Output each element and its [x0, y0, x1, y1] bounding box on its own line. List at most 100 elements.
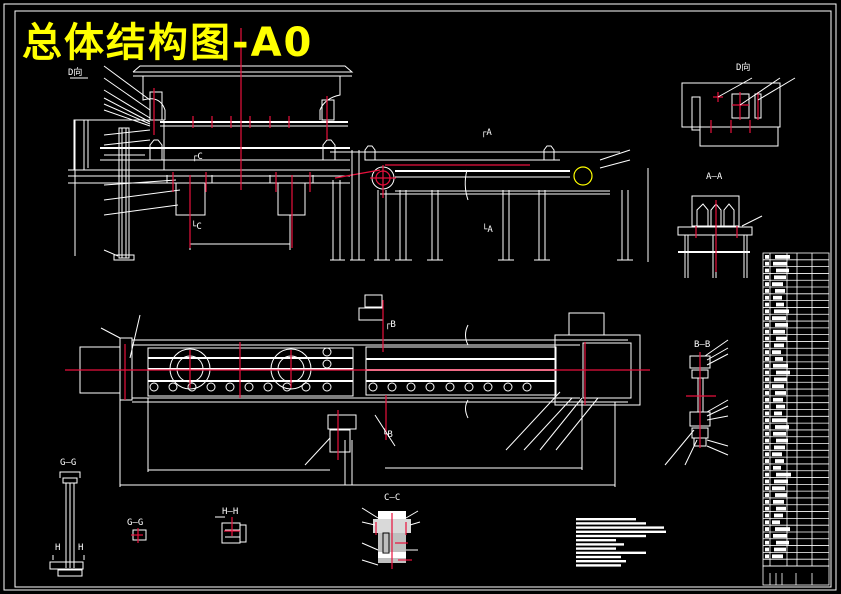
- section-c-top-marker: ┌C: [192, 152, 203, 162]
- section-c-c-label: C—C: [384, 493, 401, 503]
- bom-item-number: [765, 289, 769, 293]
- bom-item-number: [765, 431, 769, 436]
- section-a-a: [677, 195, 763, 278]
- bom-cell-text: [776, 336, 787, 341]
- bom-cell-text: [773, 363, 788, 368]
- bom-item-number: [765, 404, 769, 409]
- note-line: [576, 543, 624, 546]
- inner-frame: [14, 10, 832, 588]
- view-d-label: D向: [736, 63, 751, 73]
- bom-item-number: [765, 261, 769, 266]
- drawing-title: 总体结构图-A0: [22, 20, 314, 66]
- bom-cell-text: [776, 268, 789, 273]
- bom-cell-text: [774, 479, 788, 484]
- bom-cell-text: [775, 391, 786, 395]
- bom-item-number: [765, 493, 769, 497]
- bom-cell-text: [774, 377, 787, 382]
- bom-item-number: [765, 309, 769, 314]
- bom-cell-text: [774, 411, 782, 416]
- bom-cell-text: [773, 261, 787, 266]
- bom-item-number: [765, 295, 769, 300]
- bom-table: [762, 252, 830, 586]
- section-a-a-label: A—A: [706, 172, 723, 182]
- bom-cell-text: [775, 459, 784, 463]
- bom-cell-text: [775, 425, 789, 429]
- bom-item-number: [765, 520, 769, 525]
- section-a-bottom-marker: └A: [482, 225, 493, 235]
- bom-cell-text: [776, 540, 789, 545]
- section-g-g-small: [131, 528, 147, 543]
- note-line: [576, 564, 621, 567]
- bom-item-number: [765, 527, 769, 531]
- bom-cell-text: [776, 506, 786, 511]
- section-c-bottom-marker: └C: [191, 222, 202, 232]
- bom-cell-text: [773, 533, 787, 538]
- bom-cell-text: [776, 370, 790, 375]
- bom-item-number: [765, 445, 769, 450]
- bom-cell-text: [772, 350, 781, 355]
- section-b-top-marker: ┌B: [385, 320, 396, 330]
- bom-cell-text: [772, 418, 787, 423]
- bom-cell-text: [775, 527, 790, 531]
- bom-item-number: [765, 554, 769, 559]
- bom-item-number: [765, 336, 769, 341]
- bom-item-number: [765, 472, 769, 477]
- bom-cell-text: [776, 438, 788, 443]
- note-line: [576, 551, 646, 554]
- bom-item-number: [765, 397, 769, 402]
- note-line: [576, 526, 664, 529]
- bom-item-number: [765, 425, 769, 429]
- bom-item-number: [765, 316, 769, 321]
- note-line: [576, 547, 616, 550]
- bom-cell-text: [772, 316, 786, 321]
- section-b-b: [664, 339, 729, 466]
- bom-item-number: [765, 255, 769, 259]
- bom-item-number: [765, 499, 769, 504]
- bom-cell-text: [773, 499, 784, 504]
- section-b-b-label: B—B: [694, 340, 711, 350]
- bom-item-number: [765, 411, 769, 416]
- bom-item-number: [765, 268, 769, 273]
- bom-item-number: [765, 275, 769, 280]
- bom-cell-text: [772, 282, 783, 287]
- section-g-g-small-label: G—G: [127, 518, 144, 528]
- bom-item-number: [765, 370, 769, 375]
- bom-cell-text: [772, 452, 782, 457]
- bom-cell-text: [776, 404, 785, 409]
- bom-item-number: [765, 465, 769, 470]
- bom-cell-text: [774, 513, 783, 518]
- section-h-h-label: H—H: [222, 507, 239, 517]
- bom-item-number: [765, 479, 769, 484]
- bom-cell-text: [772, 554, 783, 559]
- bom-item-number: [765, 302, 769, 307]
- bom-cell-text: [773, 295, 782, 300]
- column-h-right-marker: H: [78, 543, 84, 553]
- roller-row: [149, 347, 532, 392]
- bom-item-number: [765, 384, 769, 389]
- main-elevation-view: [68, 28, 354, 261]
- bom-item-number: [765, 506, 769, 511]
- note-line: [576, 518, 636, 521]
- bom-cell-text: [773, 397, 783, 402]
- bom-cell-text: [774, 343, 784, 348]
- bom-item-number: [765, 438, 769, 443]
- bom-cell-text: [774, 445, 785, 450]
- bom-cell-text: [775, 323, 788, 327]
- column-g-g-label: G—G: [60, 458, 77, 468]
- bom-cell-text: [775, 357, 783, 361]
- bom-cell-text: [775, 255, 790, 259]
- bom-item-number: [765, 391, 769, 395]
- note-line: [576, 530, 666, 533]
- bom-cell-text: [773, 465, 781, 470]
- bom-cell-text: [773, 431, 786, 436]
- bom-item-number: [765, 357, 769, 361]
- bom-item-number: [765, 452, 769, 457]
- bom-item-number: [765, 323, 769, 327]
- bom-item-number: [765, 547, 769, 552]
- column-detail: [49, 471, 85, 577]
- section-c-c: [361, 507, 421, 569]
- bom-cell-text: [776, 302, 784, 307]
- bom-item-number: [765, 343, 769, 348]
- column-h-left-marker: H: [55, 543, 61, 553]
- plan-view: [65, 294, 650, 487]
